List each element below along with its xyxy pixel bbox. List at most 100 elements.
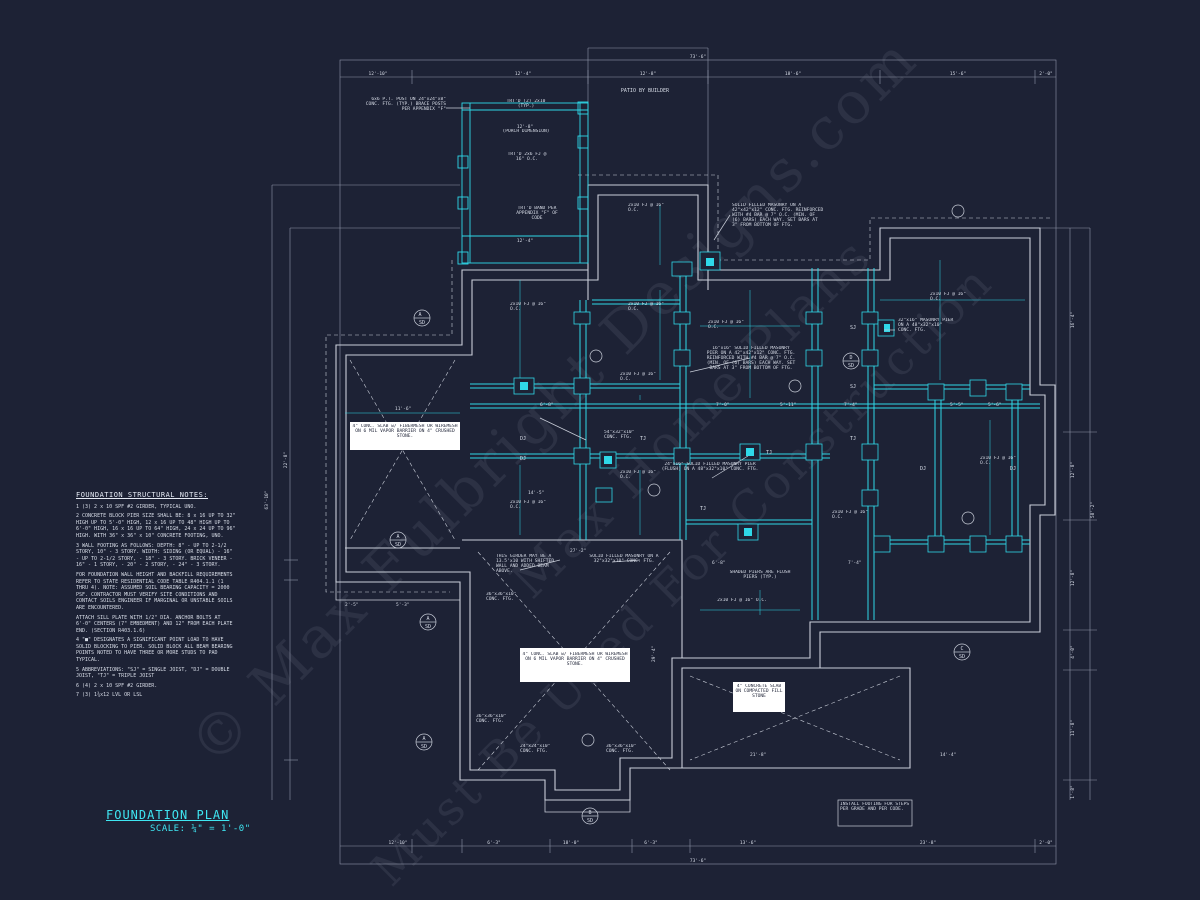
dim-interior-14: 7'-4" <box>848 560 862 566</box>
fj-label-1: 2x10 FJ @ 16" O.C. <box>510 302 546 312</box>
dim-left-inner: 22'-8" <box>283 452 289 468</box>
dim-right-2: 12'-8" <box>1070 462 1076 478</box>
fj-label-4: 2x10 FJ @ 16" O.C. <box>708 320 744 330</box>
dim-porch-width: 12'-8" <box>517 124 533 130</box>
dim-interior-3: 14'-5" <box>528 490 544 496</box>
dim-interior-16: 5'-3" <box>396 602 410 608</box>
foundation-structural-notes: FOUNDATION STRUCTURAL NOTES: 1 (3) 2 x 1… <box>76 492 236 702</box>
note-item: 3 WALL FOOTING AS FOLLOWS: DEPTH: 8" - U… <box>76 542 233 569</box>
trtd-top-label: TRT'D (2) 2x10 (TYP.) <box>506 99 546 109</box>
dim-top-6: 2'-0" <box>1039 71 1053 77</box>
joist-dj-4: DJ <box>920 466 926 472</box>
plan-scale: SCALE: ¼" = 1'-0" <box>150 824 251 834</box>
joist-sj-1: SJ <box>850 325 856 331</box>
slab-right-label: 4" CONCRETE SLAB ON COMPACTED FILL STONE <box>735 684 783 699</box>
dim-interior-8: 5'-6" <box>988 402 1002 408</box>
dim-right-6: 1'-8" <box>1070 785 1076 799</box>
fj-label-3: 2x10 FJ @ 16" O.C. <box>628 302 664 312</box>
fj-label-10: 2x10 FJ @ 16" O.C. <box>980 456 1016 466</box>
dimension-frame <box>271 47 1097 865</box>
post-label: 6x6 P.T. POST ON 24"x24"x8" CONC. FTG. (… <box>365 97 446 112</box>
section-a-3: A <box>426 616 429 622</box>
dim-left-outer: 63'-10" <box>264 491 270 510</box>
section-markers <box>389 204 975 825</box>
joist-tj-1: TJ <box>640 436 646 442</box>
hidden-lines <box>325 174 1050 771</box>
install-box <box>837 799 913 827</box>
fj-label-9: 2x10 FJ @ 16" O.C. <box>832 510 868 520</box>
trtd-band-label: TRT'D BAND PER APPENDIX "F" OF CODE <box>516 206 558 221</box>
note-item: 6 (4) 2 x 10 SPF #2 GIRDER. <box>76 682 158 689</box>
fj-label-7: 2x10 FJ @ 16" O.C. <box>620 470 656 480</box>
joist-tags: SJ SJ DJ DJ DJ TJ TJ TJ TJ DJ <box>520 325 1016 512</box>
dim-interior-6: 7'-4" <box>844 402 858 408</box>
dim-interior-9: 27'-2" <box>570 548 586 554</box>
fj-label-11: 2x10 FJ @ 16" O.C. <box>717 598 767 603</box>
footing-54-label: 54"x32"x10" CONC. FTG. <box>604 430 635 440</box>
masonry-ftg-label: SOLID FILLED MASONRY ON A 32"x32"x10" CO… <box>589 554 659 564</box>
foundation-walls <box>335 184 1056 801</box>
note-item: FOR FOUNDATION WALL HEIGHT AND BACKFILL … <box>76 571 233 611</box>
section-a-2: A <box>396 534 399 540</box>
dim-bottom-7: 2'-0" <box>1039 840 1053 846</box>
dim-bottom-3: 18'-0" <box>563 840 579 846</box>
dim-interior-2: 6'-8" <box>540 402 554 408</box>
dim-bottom-6: 23'-8" <box>920 840 936 846</box>
dim-interior-13: 6'-8" <box>712 560 726 566</box>
trtd-joist-label: TRT'D 2x6 FJ @ 16" O.C. <box>507 152 547 162</box>
flush-pier-marks <box>520 258 890 536</box>
footing-36c-label: 36"x36"x10" CONC. FTG. <box>606 744 637 754</box>
shaded-piers-label: SHADED PIERS ARE FLUSH PIERS (TYP.) <box>729 570 791 580</box>
dim-interior-12: 14'-4" <box>940 752 956 758</box>
joist-arrows <box>345 205 1025 615</box>
joist-sj-2: SJ <box>850 384 856 390</box>
joist-dj-1: DJ <box>520 436 526 442</box>
porch-dimension-label: (PORCH DIMENSION) <box>502 129 550 134</box>
porch-framing <box>457 101 589 265</box>
pier-right-label: 32"x16" MASONRY PIER ON A 48"x32"x10" CO… <box>898 318 954 333</box>
section-sd-3: SD <box>425 624 431 630</box>
dim-top-5: 15'-6" <box>950 71 966 77</box>
section-sd-4: SD <box>421 744 427 750</box>
dim-interior-4: 7'-0" <box>716 402 730 408</box>
section-text: A SD A SD A SD A SD D SD C SD B SD <box>395 312 965 824</box>
dim-top-1: 12'-10" <box>369 71 388 77</box>
dim-bottom-5: 13'-6" <box>740 840 756 846</box>
dimension-text: 12'-10" 12'-4" 12'-8" 18'-6" 15'-6" 2'-0… <box>264 54 1096 864</box>
dim-top-2: 12'-4" <box>515 71 531 77</box>
dim-interior-1: 11'-6" <box>395 406 411 412</box>
dim-top-4: 18'-6" <box>785 71 801 77</box>
dim-right-5: 11'-8" <box>1070 720 1076 736</box>
fj-label-8: 2x10 FJ @ 16" O.C. <box>510 500 546 510</box>
dim-interior-10: 29'-4" <box>651 646 657 662</box>
fj-label-5: 2x10 FJ @ 16" O.C. <box>620 372 656 382</box>
note-item: 5 ABBREVIATIONS: "SJ" = SINGLE JOIST, "D… <box>76 666 230 680</box>
dim-right-3: 12'-8" <box>1070 570 1076 586</box>
section-sd-6: SD <box>959 654 965 660</box>
note-item: 7 (3) 1¾x12 LVL OR LSL <box>76 692 143 699</box>
slab-left-label: 4" CONC. SLAB w/ FIBERMESH OR WIREMESH O… <box>352 424 458 439</box>
section-a-1: A <box>418 312 421 318</box>
annotation-text: PATIO BY BUILDER 6x6 P.T. POST ON 24"x24… <box>352 88 1016 812</box>
girder-note-label: THIS GIRDER MAY BE A 13.5'x10 WITH SHIFT… <box>496 554 555 574</box>
dim-right-4: 4'-0" <box>1070 645 1076 659</box>
masonry-top-label: SOLID FILLED MASONRY ON A 42"x42"x12" CO… <box>732 203 824 228</box>
leaders <box>446 107 895 571</box>
dim-bottom-1: 12'-10" <box>389 840 408 846</box>
section-sd-7: SD <box>587 818 593 824</box>
section-c: C <box>960 646 963 652</box>
joist-tj-4: TJ <box>700 506 706 512</box>
footing-24-label: 24"x24"x10" CONC. FTG. <box>520 744 551 754</box>
steps-outline <box>335 582 631 813</box>
section-d: D <box>849 355 852 361</box>
joist-dj-2: DJ <box>520 456 526 462</box>
joist-tj-2: TJ <box>766 450 772 456</box>
note-item: ATTACH SILL PLATE WITH 1/2" DIA. ANCHOR … <box>76 614 233 634</box>
patio-label: PATIO BY BUILDER <box>620 88 670 94</box>
install-footing-label: INSTALL FOOTING FOR STEPS PER GRADE AND … <box>840 802 910 812</box>
fj-label-2: 2x10 FJ @ 16" O.C. <box>628 203 664 213</box>
section-sd-5: SD <box>848 363 854 369</box>
dim-right-1: 16'-4" <box>1070 312 1076 328</box>
note-item: 2 CONCRETE BLOCK PIER SIZE SHALL BE: 8 x… <box>76 513 236 539</box>
